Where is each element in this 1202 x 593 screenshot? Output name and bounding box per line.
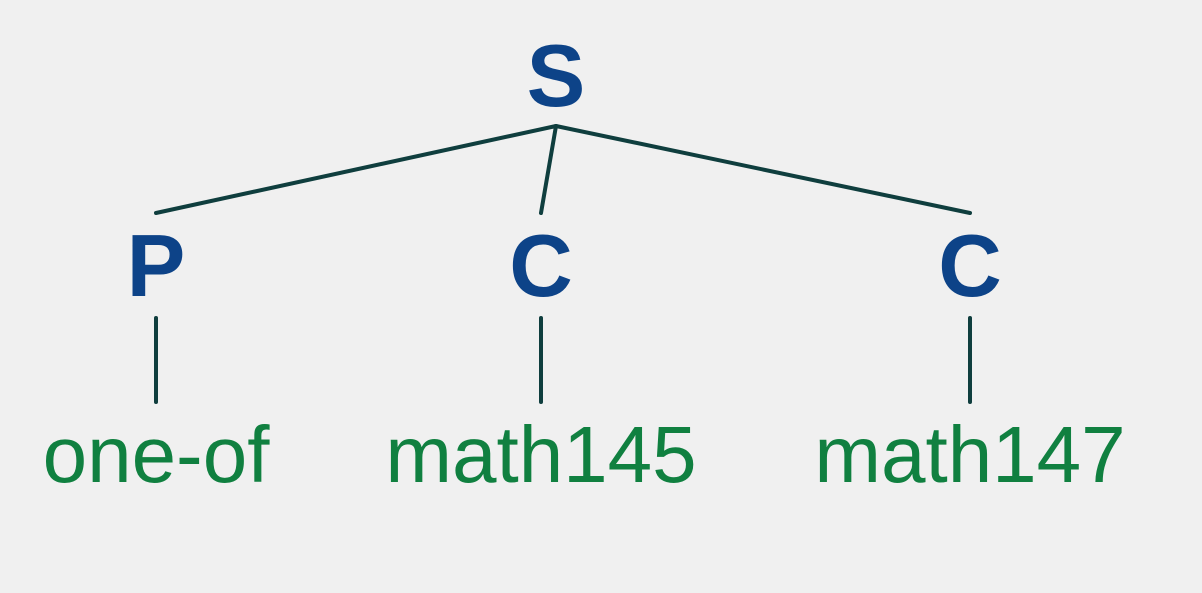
leaf-label-math145: math145 — [385, 410, 696, 499]
child-node-label-p: P — [127, 216, 186, 315]
edge-s-c1 — [539, 124, 558, 215]
leaf-label-math147: math147 — [814, 410, 1125, 499]
root-node-label: S — [527, 26, 586, 125]
child-node-label-c1: C — [509, 216, 573, 315]
child-node-label-c2: C — [938, 216, 1002, 315]
edge-s-c2 — [554, 124, 972, 215]
edge-s-p — [154, 124, 558, 215]
leaf-label-one-of: one-of — [43, 410, 271, 499]
